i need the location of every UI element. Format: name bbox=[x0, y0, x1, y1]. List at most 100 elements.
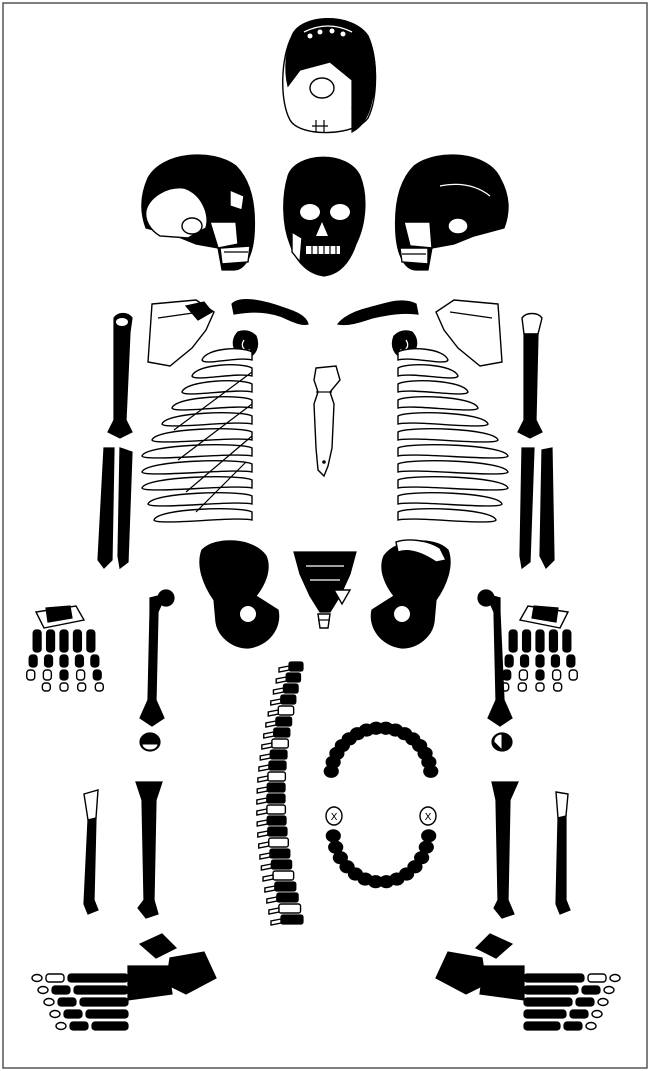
proximal-phalanx bbox=[64, 1010, 82, 1018]
distal-phalanx bbox=[56, 1023, 66, 1030]
phalanx bbox=[536, 655, 544, 667]
proximal-phalanx bbox=[588, 974, 606, 982]
metacarpal bbox=[509, 630, 517, 652]
vertebral-body bbox=[267, 805, 286, 814]
phalanx bbox=[60, 655, 68, 667]
mandibular-tooth bbox=[329, 841, 343, 853]
metacarpal bbox=[73, 630, 81, 652]
mandibular-tooth bbox=[326, 830, 340, 842]
skull-inferior-view bbox=[283, 19, 376, 133]
phalanx bbox=[60, 670, 68, 680]
metacarpal bbox=[60, 630, 68, 652]
phalanx bbox=[551, 655, 559, 667]
vertebral-body bbox=[267, 794, 285, 803]
phalanx bbox=[29, 655, 37, 667]
proximal-phalanx bbox=[52, 986, 70, 994]
phalanx bbox=[45, 655, 53, 667]
metatarsal bbox=[86, 1010, 128, 1018]
phalanx bbox=[43, 670, 51, 680]
phalanx bbox=[77, 670, 85, 680]
metatarsal bbox=[524, 1010, 566, 1018]
metatarsal bbox=[92, 1022, 128, 1030]
phalanx bbox=[521, 655, 529, 667]
metatarsal bbox=[524, 974, 584, 982]
vertebral-body bbox=[267, 816, 286, 825]
distal-phalanx bbox=[610, 975, 620, 982]
distal-phalanx bbox=[604, 987, 614, 994]
vertebral-body bbox=[270, 750, 287, 759]
distal-phalanx bbox=[44, 999, 54, 1006]
phalanx bbox=[78, 683, 86, 691]
proximal-phalanx bbox=[582, 986, 600, 994]
vertebral-body bbox=[276, 717, 292, 726]
vertebral-body bbox=[286, 673, 300, 682]
vertebral-body bbox=[283, 684, 298, 693]
metacarpal bbox=[536, 630, 544, 652]
vertebral-body bbox=[281, 695, 296, 704]
vertebral-body bbox=[274, 728, 290, 737]
phalanx bbox=[554, 683, 562, 691]
metacarpal bbox=[549, 630, 557, 652]
distal-phalanx bbox=[586, 1023, 596, 1030]
vertebral-body bbox=[272, 739, 288, 748]
proximal-phalanx bbox=[576, 998, 594, 1006]
vertebral-body bbox=[275, 882, 296, 891]
metatarsal bbox=[74, 986, 128, 994]
metacarpal bbox=[33, 630, 41, 652]
phalanx bbox=[93, 670, 101, 680]
distal-phalanx bbox=[598, 999, 608, 1006]
missing-tooth-mark: X bbox=[425, 812, 432, 823]
proximal-phalanx bbox=[564, 1022, 582, 1030]
vertebral-body bbox=[277, 893, 298, 902]
maxillary-tooth bbox=[424, 765, 438, 777]
phalanx bbox=[518, 683, 526, 691]
vertebral-body bbox=[281, 915, 303, 924]
metacarpal bbox=[87, 630, 95, 652]
left-patella bbox=[140, 733, 160, 751]
vertebral-body bbox=[279, 904, 301, 913]
vertebral-body bbox=[268, 827, 287, 836]
proximal-phalanx bbox=[570, 1010, 588, 1018]
vertebral-body bbox=[289, 662, 303, 671]
proximal-phalanx bbox=[70, 1022, 88, 1030]
vertebral-body bbox=[278, 706, 293, 715]
phalanx bbox=[27, 670, 35, 680]
phalanx bbox=[519, 670, 527, 680]
vertebral-body bbox=[273, 871, 294, 880]
metacarpal bbox=[563, 630, 571, 652]
distal-phalanx bbox=[50, 1011, 60, 1018]
phalanx bbox=[536, 683, 544, 691]
vertebral-body bbox=[268, 772, 285, 781]
metatarsal bbox=[68, 974, 128, 982]
tarsal-block bbox=[480, 966, 524, 1000]
tarsal-block bbox=[128, 966, 172, 1000]
proximal-phalanx bbox=[46, 974, 64, 982]
vertebral-body bbox=[270, 849, 290, 858]
phalanx bbox=[503, 670, 511, 680]
metatarsal bbox=[524, 986, 578, 994]
metatarsal bbox=[524, 998, 572, 1006]
mandibular-tooth bbox=[422, 830, 436, 842]
distal-phalanx bbox=[32, 975, 42, 982]
phalanx bbox=[91, 655, 99, 667]
vertebral-body bbox=[269, 761, 286, 770]
missing-third-molar-left: X bbox=[326, 807, 342, 825]
metacarpal bbox=[47, 630, 55, 652]
proximal-phalanx bbox=[58, 998, 76, 1006]
vertebral-body bbox=[269, 838, 289, 847]
phalanx bbox=[42, 683, 50, 691]
vertebral-body bbox=[271, 860, 291, 869]
phalanx bbox=[569, 670, 577, 680]
right-patella bbox=[492, 733, 512, 751]
phalanx bbox=[567, 655, 575, 667]
phalanx bbox=[95, 683, 103, 691]
missing-third-molar-right: X bbox=[420, 807, 436, 825]
phalanx bbox=[536, 670, 544, 680]
metatarsal bbox=[524, 1022, 560, 1030]
missing-tooth-mark: X bbox=[331, 812, 338, 823]
distal-phalanx bbox=[38, 987, 48, 994]
phalanx bbox=[60, 683, 68, 691]
distal-phalanx bbox=[592, 1011, 602, 1018]
